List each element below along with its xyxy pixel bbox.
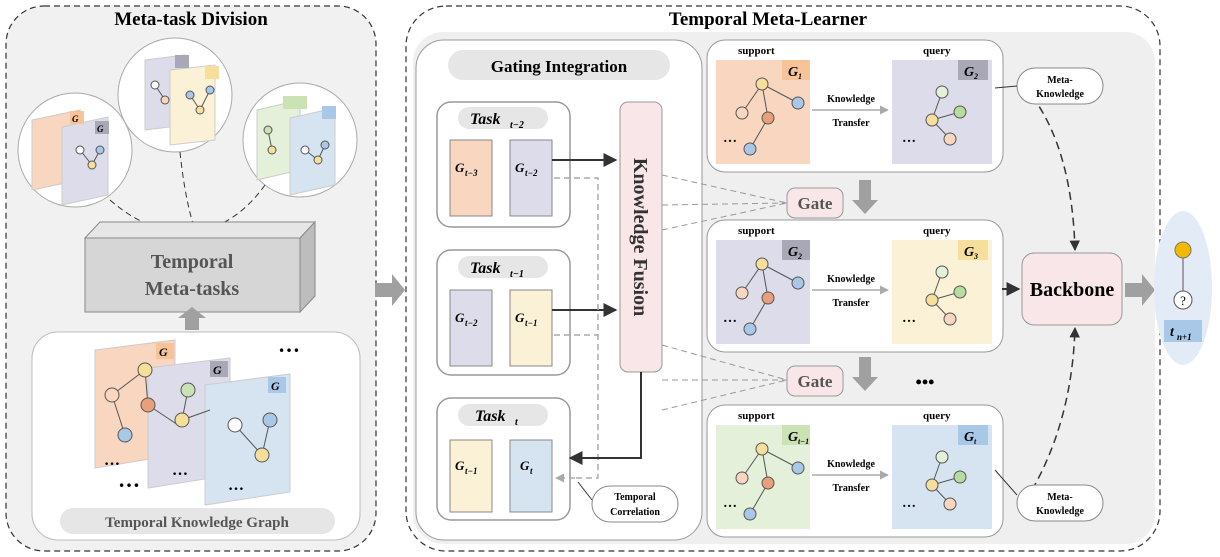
svg-text:…: …	[118, 467, 140, 492]
svg-text:Knowledge: Knowledge	[1036, 506, 1084, 517]
gating-integration-box: Gating Integration Task t−2 G t−3 G t−2 …	[415, 39, 703, 541]
svg-text:G: G	[515, 160, 525, 175]
svg-text:t: t	[1170, 325, 1175, 340]
prediction-output: ? t n+1	[1154, 211, 1212, 365]
svg-text:…: …	[723, 131, 737, 146]
svg-text:G: G	[964, 245, 974, 260]
svg-text:support: support	[738, 45, 775, 57]
svg-text:?: ?	[1180, 293, 1186, 308]
gate-2: Gate	[786, 365, 844, 397]
gating-title: Gating Integration	[491, 57, 628, 76]
temporal-meta-learner-panel: Temporal Meta-Learner Gating Integration…	[405, 5, 1161, 552]
svg-text:Correlation: Correlation	[610, 507, 660, 518]
svg-text:G: G	[213, 363, 222, 377]
svg-text:G: G	[788, 245, 798, 260]
svg-text:t: t	[974, 437, 977, 446]
svg-text:…: …	[723, 311, 737, 326]
svg-text:Task: Task	[475, 408, 506, 425]
svg-text:support: support	[738, 410, 775, 422]
svg-text:G: G	[520, 458, 530, 473]
temporal-knowledge-graph-box: G G G … … … … … Temporal Knowledge Graph	[31, 331, 361, 541]
svg-text:G: G	[159, 345, 168, 359]
svg-text:Gate: Gate	[798, 372, 833, 391]
svg-text:G: G	[455, 160, 465, 175]
svg-text:n+1: n+1	[1177, 332, 1192, 342]
svg-text:…: …	[104, 452, 120, 469]
svg-text:t−3: t−3	[465, 168, 478, 178]
meta-knowledge-bottom: Meta- Knowledge	[994, 469, 1104, 522]
svg-text:Task: Task	[470, 260, 501, 277]
subgraph-circle-left: G G	[17, 92, 133, 208]
svg-text:…: …	[278, 332, 300, 357]
subgraph-circle-right	[242, 82, 358, 198]
svg-text:Knowledge: Knowledge	[1036, 89, 1084, 100]
svg-text:t−2: t−2	[525, 168, 538, 178]
svg-text:G: G	[788, 65, 798, 80]
svg-text:3: 3	[973, 252, 978, 261]
svg-text:Temporal: Temporal	[614, 492, 656, 503]
svg-text:Transfer: Transfer	[832, 298, 870, 309]
svg-text:…: …	[172, 462, 188, 479]
meta-tasks-line1: Temporal	[151, 251, 234, 273]
svg-text:2: 2	[973, 72, 978, 81]
svg-text:Transfer: Transfer	[832, 483, 870, 494]
gate-1: Gate	[786, 187, 844, 219]
svg-text:…: …	[723, 496, 737, 511]
svg-text:G: G	[455, 458, 465, 473]
svg-text:G: G	[72, 114, 79, 124]
svg-text:Meta-: Meta-	[1047, 492, 1073, 503]
svg-text:1: 1	[798, 72, 802, 81]
svg-text:t−2: t−2	[465, 318, 478, 328]
svg-text:Knowledge: Knowledge	[827, 459, 875, 470]
svg-text:G: G	[964, 430, 974, 445]
up-arrow	[178, 307, 206, 330]
svg-text:query: query	[923, 410, 951, 422]
svg-text:t: t	[530, 466, 533, 476]
svg-text:2: 2	[797, 252, 802, 261]
svg-text:t−1: t−1	[465, 466, 477, 476]
svg-text:…: …	[902, 311, 916, 326]
right-panel-title: Temporal Meta-Learner	[669, 9, 868, 30]
svg-text:G: G	[455, 310, 465, 325]
svg-text:G: G	[271, 379, 280, 393]
svg-text:query: query	[923, 225, 951, 237]
meta-knowledge-top: Meta- Knowledge	[994, 67, 1104, 105]
svg-text:t−1: t−1	[525, 318, 537, 328]
svg-text:Knowledge: Knowledge	[827, 274, 875, 285]
svg-text:t−1: t−1	[798, 437, 809, 446]
left-panel-title: Meta-task Division	[114, 9, 268, 30]
backbone-label: Backbone	[1030, 279, 1115, 301]
knowledge-fusion-label: Knowledge Fusion	[629, 158, 651, 316]
svg-text:Knowledge: Knowledge	[827, 94, 875, 105]
meta-tasks-line2: Meta-tasks	[145, 278, 240, 300]
svg-text:…: …	[228, 477, 244, 494]
tkg-label: Temporal Knowledge Graph	[105, 515, 289, 531]
svg-text:support: support	[738, 225, 775, 237]
svg-text:…: …	[902, 496, 916, 511]
svg-text:t−2: t−2	[510, 120, 524, 131]
svg-text:Meta-: Meta-	[1047, 75, 1073, 86]
svg-text:G: G	[515, 310, 525, 325]
svg-text:t−1: t−1	[510, 269, 524, 280]
backbone-box: Backbone	[1021, 252, 1123, 326]
meta-task-division-panel: Meta-task Division G G	[5, 5, 377, 552]
svg-text:…: …	[902, 131, 916, 146]
svg-text:Gate: Gate	[798, 194, 833, 213]
svg-text:t: t	[515, 417, 519, 428]
svg-text:Task: Task	[470, 111, 501, 128]
svg-text:query: query	[923, 45, 951, 57]
temporal-meta-tasks-box: Temporal Meta-tasks	[83, 220, 317, 314]
svg-text:G: G	[788, 430, 798, 445]
svg-text:G: G	[97, 124, 104, 134]
svg-text:Transfer: Transfer	[832, 118, 870, 129]
panel-arrow	[375, 274, 405, 306]
svg-text:G: G	[964, 65, 974, 80]
subgraph-circle-middle	[117, 37, 233, 153]
svg-text:•••: •••	[916, 372, 935, 392]
